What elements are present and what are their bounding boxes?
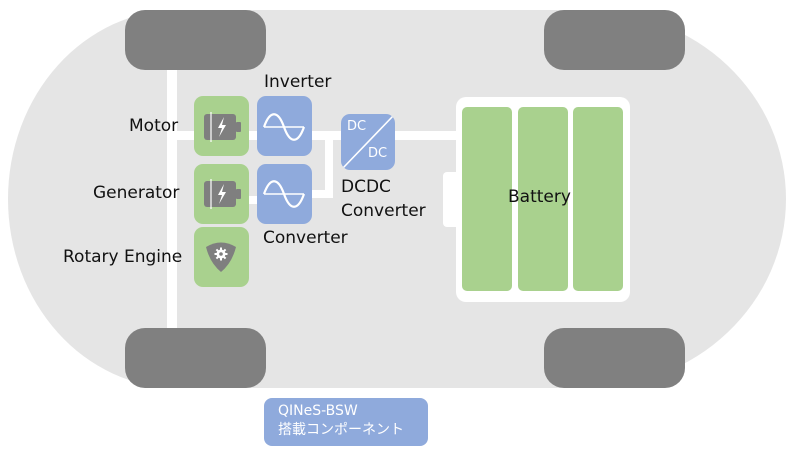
motor-label: Motor [129, 116, 179, 136]
dcdc-converter-label: DCDC Converter [341, 175, 426, 223]
dcdc-label-line1: DCDC [341, 177, 391, 197]
battery-cell [573, 107, 623, 291]
diagonal-divider-icon [342, 115, 394, 169]
wire-converter-riser [325, 140, 333, 198]
inverter-label: Inverter [264, 72, 332, 92]
car-body [8, 10, 786, 388]
generator-block [194, 164, 249, 224]
motor-block [194, 96, 249, 156]
wheel-front-right [544, 10, 685, 70]
wheel-rear-right [544, 328, 685, 388]
legend-line2: 搭載コンポーネント [278, 422, 404, 438]
dcdc-label-line2: Converter [341, 201, 426, 221]
converter-block [257, 164, 312, 224]
dcdc-converter-block: DC DC [341, 114, 395, 170]
dcdc-top-text: DC [347, 119, 367, 134]
battery-pack: Battery [456, 97, 630, 302]
legend-line1: QINeS-BSW [278, 403, 358, 419]
inverter-block [257, 96, 312, 156]
legend-qines-bsw: QINeS-BSW 搭載コンポーネント [264, 398, 428, 446]
wheel-front-left [125, 10, 266, 70]
battery-cell [518, 107, 568, 291]
rotary-engine-block [194, 227, 249, 287]
battery-label: Battery [508, 187, 571, 207]
axle-shaft [167, 70, 177, 328]
rotary-engine-label: Rotary Engine [63, 247, 183, 267]
wheel-rear-left [125, 328, 266, 388]
wire-shaft-motor [177, 131, 197, 140]
generator-label: Generator [93, 183, 180, 203]
wire-generator-converter [248, 196, 260, 204]
dcdc-bottom-text: DC [368, 146, 388, 161]
converter-label: Converter [263, 228, 348, 248]
battery-cell [462, 107, 512, 291]
wire-converter-out [311, 190, 333, 198]
wire-motor-inverter [248, 131, 260, 140]
